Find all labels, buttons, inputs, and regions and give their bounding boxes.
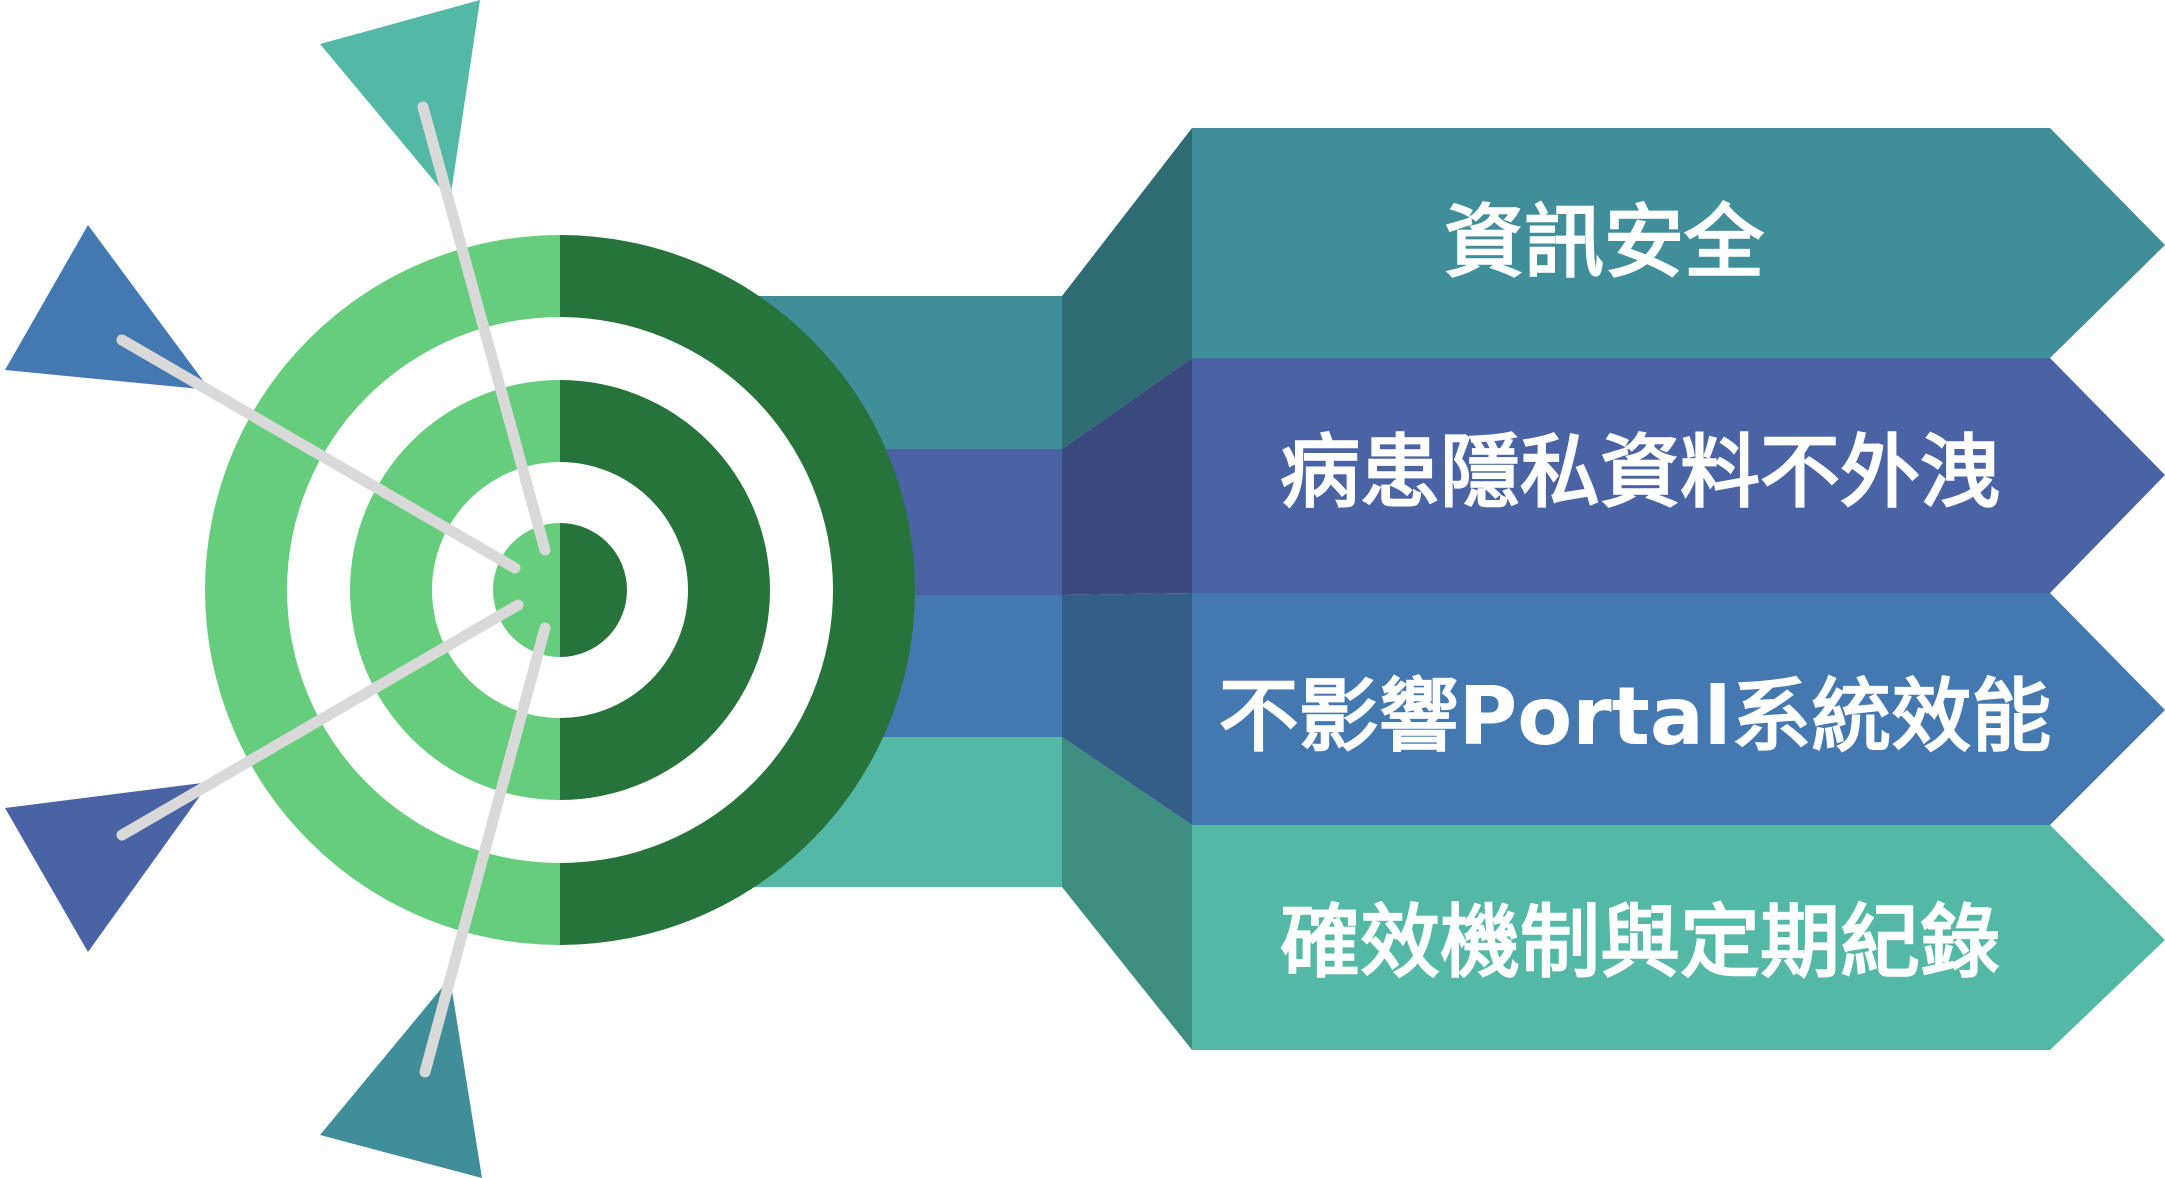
goal-banner-1 — [1192, 128, 2165, 358]
arrow-lower-left-fletching — [5, 782, 210, 952]
arrow-bottom — [320, 622, 551, 1178]
goal-banner-4 — [1192, 825, 2165, 1050]
arrow-lower-left-shaft — [116, 599, 524, 841]
arrow-bottom-shaft — [419, 622, 551, 1078]
goal-labels: 資訊安全 病患隱私資料不外洩 不影響Portal系統效能 確效機制與定期紀錄 — [1219, 196, 2052, 989]
fold-facet-3 — [1062, 593, 1192, 825]
fold-facet-1 — [1062, 128, 1192, 449]
goal-label-2: 病患隱私資料不外洩 — [1280, 426, 2000, 519]
fold-facets — [1062, 128, 1192, 1050]
goal-label-4: 確效機制與定期紀錄 — [1280, 896, 2000, 989]
arrow-top-shaft — [417, 101, 551, 556]
arrow-lower-left — [5, 599, 524, 952]
goal-banner-3 — [1192, 593, 2165, 825]
arrow-upper-left — [5, 225, 521, 574]
arrow-top-fletching — [320, 0, 480, 200]
goal-label-1: 資訊安全 — [1444, 196, 1765, 289]
goal-banner-2 — [1192, 358, 2165, 593]
goal-banners — [1192, 128, 2165, 1050]
arrow-top — [320, 0, 551, 556]
target-center-right — [560, 523, 627, 657]
arrows — [5, 0, 551, 1178]
arrow-upper-left-shaft — [116, 334, 521, 574]
arrow-upper-left-fletching — [5, 225, 210, 390]
bullseye-target — [205, 235, 915, 945]
goal-label-3: 不影響Portal系統效能 — [1219, 670, 2052, 763]
fold-facet-4 — [1062, 737, 1192, 1050]
arrow-bottom-fletching — [320, 978, 482, 1178]
fold-facet-2 — [1062, 358, 1192, 595]
